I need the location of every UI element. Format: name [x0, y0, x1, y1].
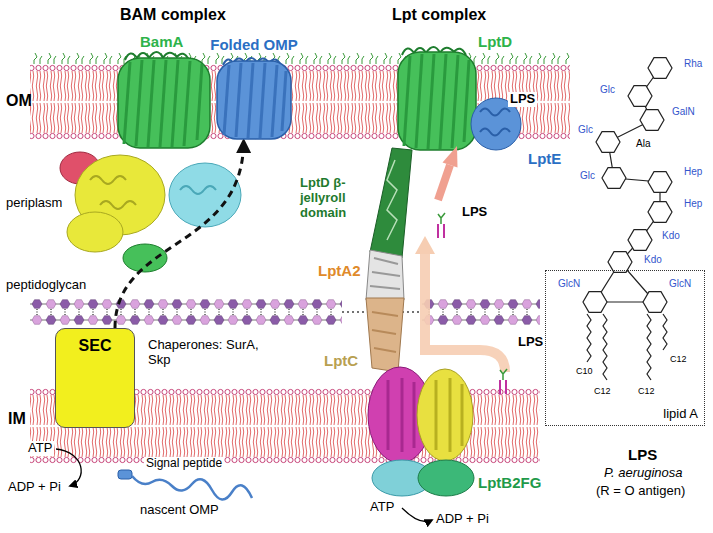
sugar-label: Glc — [578, 124, 593, 136]
layer-name: peptidoglycan — [6, 278, 86, 293]
barrel-drawing — [215, 53, 293, 141]
membrane-name: OM — [6, 92, 32, 110]
molecule-name: LPS — [462, 205, 487, 220]
molecule-name: LPS — [508, 92, 537, 107]
chain-length: C12 — [638, 386, 655, 396]
reaction-text: ADP + Pi — [436, 512, 489, 527]
domain-name: LptD β-jellyroll domain — [300, 176, 366, 221]
note: (R = O antigen) — [596, 484, 685, 499]
transport-path — [115, 141, 244, 328]
sugar-label: GlcN — [558, 278, 580, 290]
compartment-name: periplasm — [6, 196, 62, 211]
chain-length: C10 — [576, 366, 593, 376]
sec-translocon-box: SEC — [55, 328, 135, 428]
chaperone-note: Chaperones: SurA, Skp — [148, 338, 270, 368]
node-text: Folded OMP — [202, 36, 306, 53]
panel-heading: Lpt complex — [392, 6, 486, 24]
node-text: lipid A — [663, 406, 698, 421]
node-text: SEC — [56, 337, 134, 355]
sugar-label: Glc — [600, 84, 615, 96]
residue-label: Ala — [636, 138, 650, 150]
protein-name: LptA2 — [318, 262, 361, 279]
sugar-label: Kdo — [644, 254, 662, 266]
molecule-name: LPS — [628, 446, 657, 463]
sugar-label: Rha — [684, 58, 702, 70]
species-name: P. aeruginosa — [604, 466, 683, 481]
reaction-text: ATP — [26, 441, 54, 456]
protein-name: LptB2FG — [478, 474, 541, 491]
part-name: nascent OMP — [140, 503, 219, 518]
membrane-name: IM — [8, 410, 26, 428]
sugar-label: Hep — [684, 166, 702, 178]
chain-length: C12 — [670, 354, 687, 364]
sugar-label: Glc — [580, 170, 595, 182]
sugar-label: GalN — [672, 106, 695, 118]
molecule-name: LPS — [518, 335, 543, 350]
protein-name: LptD — [478, 33, 512, 50]
protein-name: LptC — [324, 352, 358, 369]
folded-omp-barrel: Folded OMP — [202, 36, 306, 141]
reaction-text: ADP + Pi — [8, 480, 61, 495]
chain-length: C12 — [594, 386, 611, 396]
lipid-a-box: lipid A — [545, 270, 705, 426]
protein-name: LptE — [528, 150, 561, 167]
protein-name: BamA — [140, 33, 183, 50]
sugar-label: Kdo — [662, 230, 680, 242]
sugar-label: GlcN — [669, 278, 691, 290]
part-name: Signal peptide — [144, 457, 224, 471]
sugar-label: Hep — [684, 198, 702, 210]
reaction-text: ATP — [370, 500, 394, 515]
panel-heading: BAM complex — [120, 6, 226, 24]
